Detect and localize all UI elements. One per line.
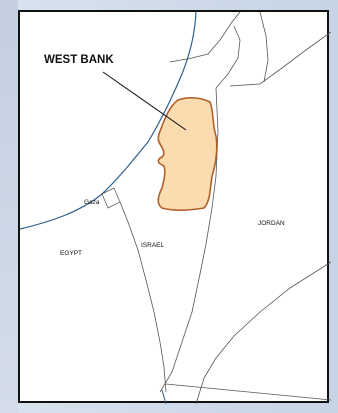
syria-jordan-border bbox=[229, 31, 331, 87]
gulf-aqaba bbox=[161, 389, 167, 405]
lebanon-border bbox=[169, 12, 241, 63]
jordan-label: JORDAN bbox=[258, 220, 285, 227]
gaza-strip-outline bbox=[101, 187, 121, 209]
israel-label: ISRAEL bbox=[141, 242, 165, 249]
background-strip bbox=[0, 0, 18, 413]
map-canvas bbox=[20, 12, 331, 405]
west-bank-leader-line bbox=[102, 71, 187, 131]
egypt-label: EGYPT bbox=[60, 250, 83, 257]
southern-line bbox=[165, 383, 331, 401]
golan-border bbox=[215, 25, 241, 89]
west-bank-region bbox=[157, 97, 218, 212]
jordan-saudi-border bbox=[195, 261, 331, 405]
map-frame: WEST BANK Gaza JORDAN ISRAEL EGYPT bbox=[18, 10, 331, 405]
coastline bbox=[20, 12, 197, 230]
west-bank-label: WEST BANK bbox=[44, 54, 114, 66]
gaza-label: Gaza bbox=[84, 199, 100, 206]
syria-iraq-border bbox=[259, 12, 269, 83]
egypt-israel-border bbox=[119, 201, 167, 393]
